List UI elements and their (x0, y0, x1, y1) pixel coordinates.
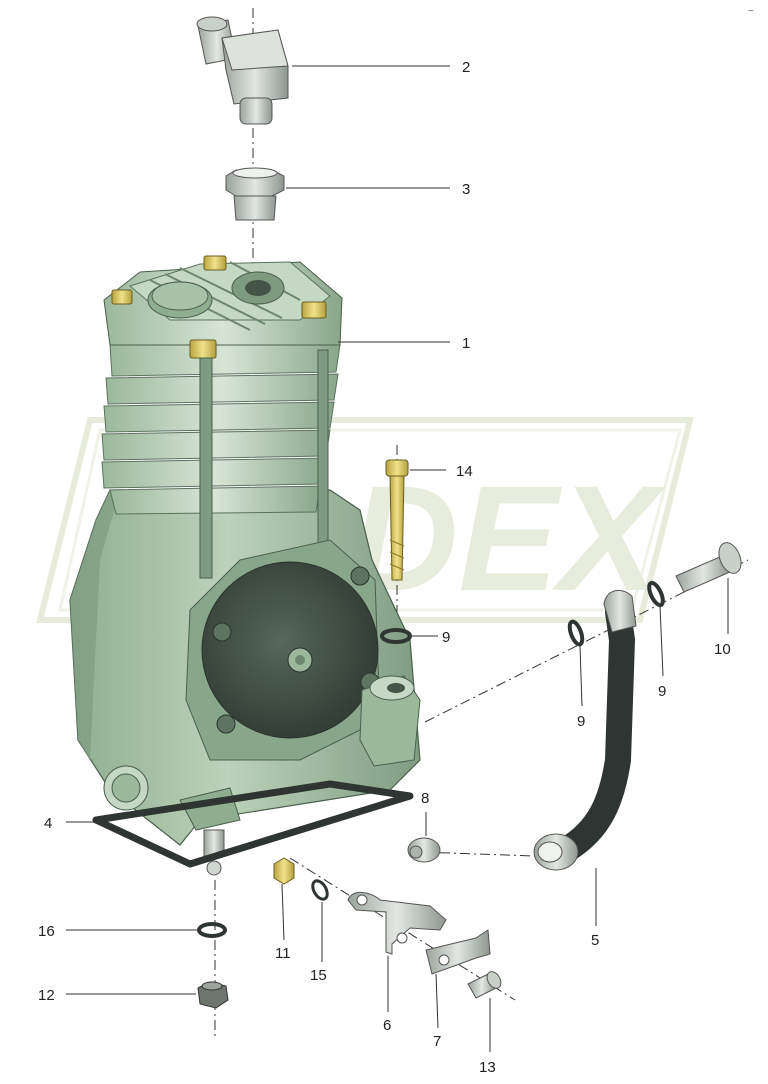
part-3-adapter-nut[interactable] (225, 167, 285, 221)
part-6-bracket[interactable] (347, 892, 447, 955)
part-2-elbow-fitting[interactable] (196, 16, 289, 125)
callout-3: 3 (462, 181, 470, 198)
leader-lines (66, 65, 729, 1052)
callout-labels: 1 2 3 4 5 6 7 8 9 9 9 10 11 12 13 14 15 … (38, 59, 731, 1076)
callout-10: 10 (714, 641, 731, 658)
callout-15: 15 (310, 967, 327, 984)
part-10-bolt[interactable] (675, 539, 745, 593)
part-16-washer[interactable] (197, 922, 227, 938)
callout-4: 4 (44, 815, 52, 832)
callout-14: 14 (456, 463, 473, 480)
part-4-gasket[interactable] (92, 780, 414, 868)
callout-8: 8 (421, 790, 429, 807)
part-8-fitting[interactable] (407, 837, 441, 863)
callout-1: 1 (462, 335, 470, 352)
part-11-nut[interactable] (273, 857, 295, 885)
part-7-clamp[interactable] (425, 929, 491, 975)
part-9-washer-hose[interactable] (567, 619, 585, 647)
rear-cover (201, 561, 379, 739)
callout-12: 12 (38, 987, 55, 1004)
callout-11: 11 (275, 945, 291, 962)
callout-2: 2 (462, 59, 470, 76)
part-9-washer-stud[interactable] (380, 628, 412, 644)
callout-13: 13 (479, 1059, 496, 1076)
part-12-nut[interactable] (197, 981, 229, 1009)
callout-9-bolt: 9 (658, 683, 666, 700)
callout-6: 6 (383, 1017, 391, 1034)
part-14-stud[interactable] (385, 459, 409, 581)
corner-mark: ~ (748, 6, 754, 17)
part-15-washer[interactable] (310, 878, 330, 901)
callout-9-hose: 9 (577, 713, 585, 730)
head-bolts (111, 255, 327, 359)
callout-9-stud: 9 (442, 629, 450, 646)
part-9-washer-bolt[interactable] (646, 580, 665, 608)
callout-7: 7 (433, 1033, 441, 1050)
part-1-compressor[interactable] (69, 255, 421, 876)
callout-16: 16 (38, 923, 55, 940)
part-13-bolt[interactable] (467, 969, 504, 999)
cylinder-fins (101, 344, 341, 515)
callout-5: 5 (591, 932, 599, 949)
part-5-hose[interactable] (533, 589, 637, 871)
